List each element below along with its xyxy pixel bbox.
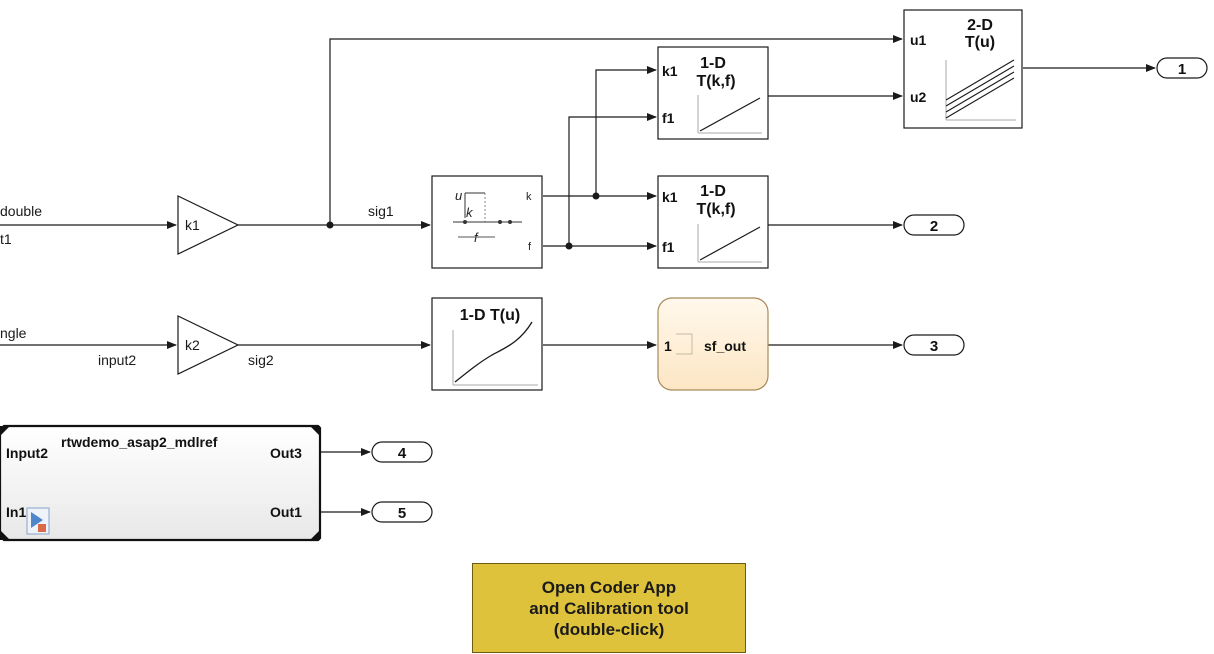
gain-k2-label: k2 (185, 337, 200, 353)
model-reference-block[interactable]: Input2 rtwdemo_asap2_mdlref Out3 In1 Out… (0, 424, 322, 542)
outport-1[interactable]: 1 (1156, 57, 1208, 79)
prelookup-u-label: u (455, 188, 462, 203)
signal-in1-name: t1 (0, 231, 12, 247)
outport-2[interactable]: 2 (903, 214, 965, 236)
annotation-line-1: Open Coder App (541, 577, 677, 597)
mdlref-port-out3: Out3 (270, 445, 302, 461)
annotation-line-3: (double-click) (553, 619, 665, 639)
interpolation-block-1[interactable]: k1 f1 1-D T(k,f) (657, 46, 769, 140)
open-coder-app-text: Open Coder App and Calibration tool (dou… (529, 577, 689, 640)
gain-block-k1[interactable]: k1 (177, 195, 240, 255)
outport-2-label: 2 (930, 218, 938, 235)
outport-1-label: 1 (1178, 61, 1186, 78)
branch-point-k (592, 192, 600, 200)
signal-in1-type: double (0, 203, 42, 219)
gain-k1-label: k1 (185, 217, 200, 233)
mdlref-port-out1: Out1 (270, 504, 302, 520)
branch-point-sig1 (326, 221, 334, 229)
outport-5[interactable]: 5 (371, 501, 433, 523)
lookup1d-title: 1-D T(u) (460, 307, 520, 324)
open-coder-app-button[interactable]: Open Coder App and Calibration tool (dou… (472, 563, 746, 653)
interp1-title-1: 1-D (700, 55, 726, 72)
outport-3[interactable]: 3 (903, 334, 965, 356)
lookup2d-title-2: T(u) (965, 34, 995, 51)
lookup-2d-block[interactable]: u1 u2 2-D T(u) (903, 9, 1023, 129)
mdlref-model-name: rtwdemo_asap2_mdlref (61, 434, 218, 450)
prelookup-k-label: k (466, 205, 474, 220)
prelookup-out-k: k (526, 191, 532, 203)
outport-4-label: 4 (398, 445, 407, 462)
chart-out-port: sf_out (704, 338, 746, 354)
lookup-1d-block[interactable]: 1-D T(u) (431, 297, 543, 391)
prelookup-block[interactable]: u k f k f (431, 175, 543, 269)
interp2-title-1: 1-D (700, 183, 726, 200)
wire-k-to-interp1-k1[interactable] (595, 66, 657, 196)
interp2-port-f1: f1 (662, 239, 675, 255)
branch-point-f (565, 242, 573, 250)
chart-in-port: 1 (664, 338, 672, 354)
gain-block-k2[interactable]: k2 (177, 315, 240, 375)
outport-5-label: 5 (398, 505, 406, 522)
signal-label-sig2: sig2 (248, 352, 274, 368)
interp1-port-k1: k1 (662, 63, 678, 79)
interpolation-block-2[interactable]: k1 f1 1-D T(k,f) (657, 175, 769, 269)
outport-4[interactable]: 4 (371, 441, 433, 463)
mdlref-port-in1: In1 (6, 504, 26, 520)
interp2-port-k1: k1 (662, 189, 678, 205)
lookup2d-port-u1: u1 (910, 32, 927, 48)
outport-3-label: 3 (930, 338, 938, 355)
prelookup-out-f: f (528, 241, 532, 253)
lookup2d-port-u2: u2 (910, 89, 927, 105)
model-reference-badge-icon (26, 507, 50, 535)
signal-in2-type: ngle (0, 325, 27, 341)
interp2-title-2: T(k,f) (696, 201, 735, 218)
signal-label-input2: input2 (98, 352, 136, 368)
mdlref-port-input2: Input2 (6, 445, 48, 461)
annotation-line-2: and Calibration tool (529, 598, 689, 618)
signal-label-sig1: sig1 (368, 203, 394, 219)
interp1-title-2: T(k,f) (696, 73, 735, 90)
stateflow-chart-block[interactable]: 1 sf_out (657, 297, 769, 391)
wire-f-to-interp1-f1[interactable] (568, 113, 657, 246)
wire-sig1-to-2d-u1[interactable] (329, 35, 903, 225)
interp1-port-f1: f1 (662, 110, 675, 126)
lookup2d-title-1: 2-D (967, 17, 993, 34)
